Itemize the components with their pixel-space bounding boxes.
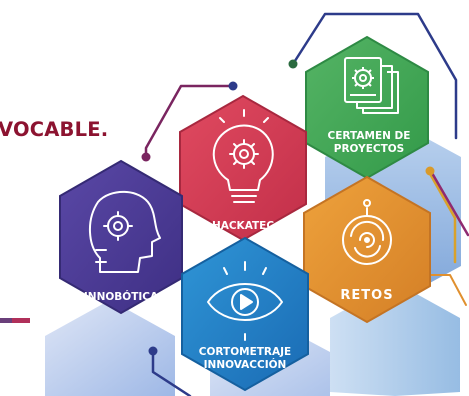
hackatec-label: HACKATEC — [212, 220, 274, 232]
lightbulb-gear-icon — [212, 109, 274, 203]
certamen-label-line2: PROYECTOS — [334, 143, 404, 155]
robot-head-gear-icon — [88, 190, 161, 273]
hexagon-hackatec[interactable]: HACKATEC — [179, 94, 307, 242]
certamen-label-line1: CERTAMEN DE — [328, 130, 411, 142]
headline: VOCABLE. — [0, 118, 109, 141]
accent-bar — [0, 318, 30, 323]
document-gear-icon — [344, 57, 399, 114]
connector-dot — [425, 166, 435, 176]
connector-dot — [141, 152, 151, 162]
maze-target-icon — [342, 199, 392, 265]
hexagon-certamen[interactable]: CERTAMEN DE PROYECTOS — [305, 35, 429, 180]
cortometraje-label-line2: INNOVACCIÓN — [204, 358, 287, 371]
connector-dot — [288, 59, 298, 69]
hexagon-cortometraje[interactable]: CORTOMETRAJE INNOVACCIÓN — [181, 236, 309, 392]
innobotica-label: INNOBÓTICA — [84, 290, 159, 303]
pale-hexagon-bottom-left — [45, 300, 175, 396]
cortometraje-label-line1: CORTOMETRAJE — [199, 346, 291, 358]
retos-label: RETOS — [340, 288, 393, 303]
connector-lines — [144, 12, 469, 396]
connector-dot — [228, 81, 238, 91]
accent-bar-end — [0, 318, 12, 323]
hexagon-innobotica[interactable]: INNOBÓTICA — [59, 159, 183, 315]
eye-play-icon — [207, 261, 283, 341]
hexagon-retos[interactable]: RETOS — [303, 175, 431, 324]
connector-dot — [148, 346, 158, 356]
